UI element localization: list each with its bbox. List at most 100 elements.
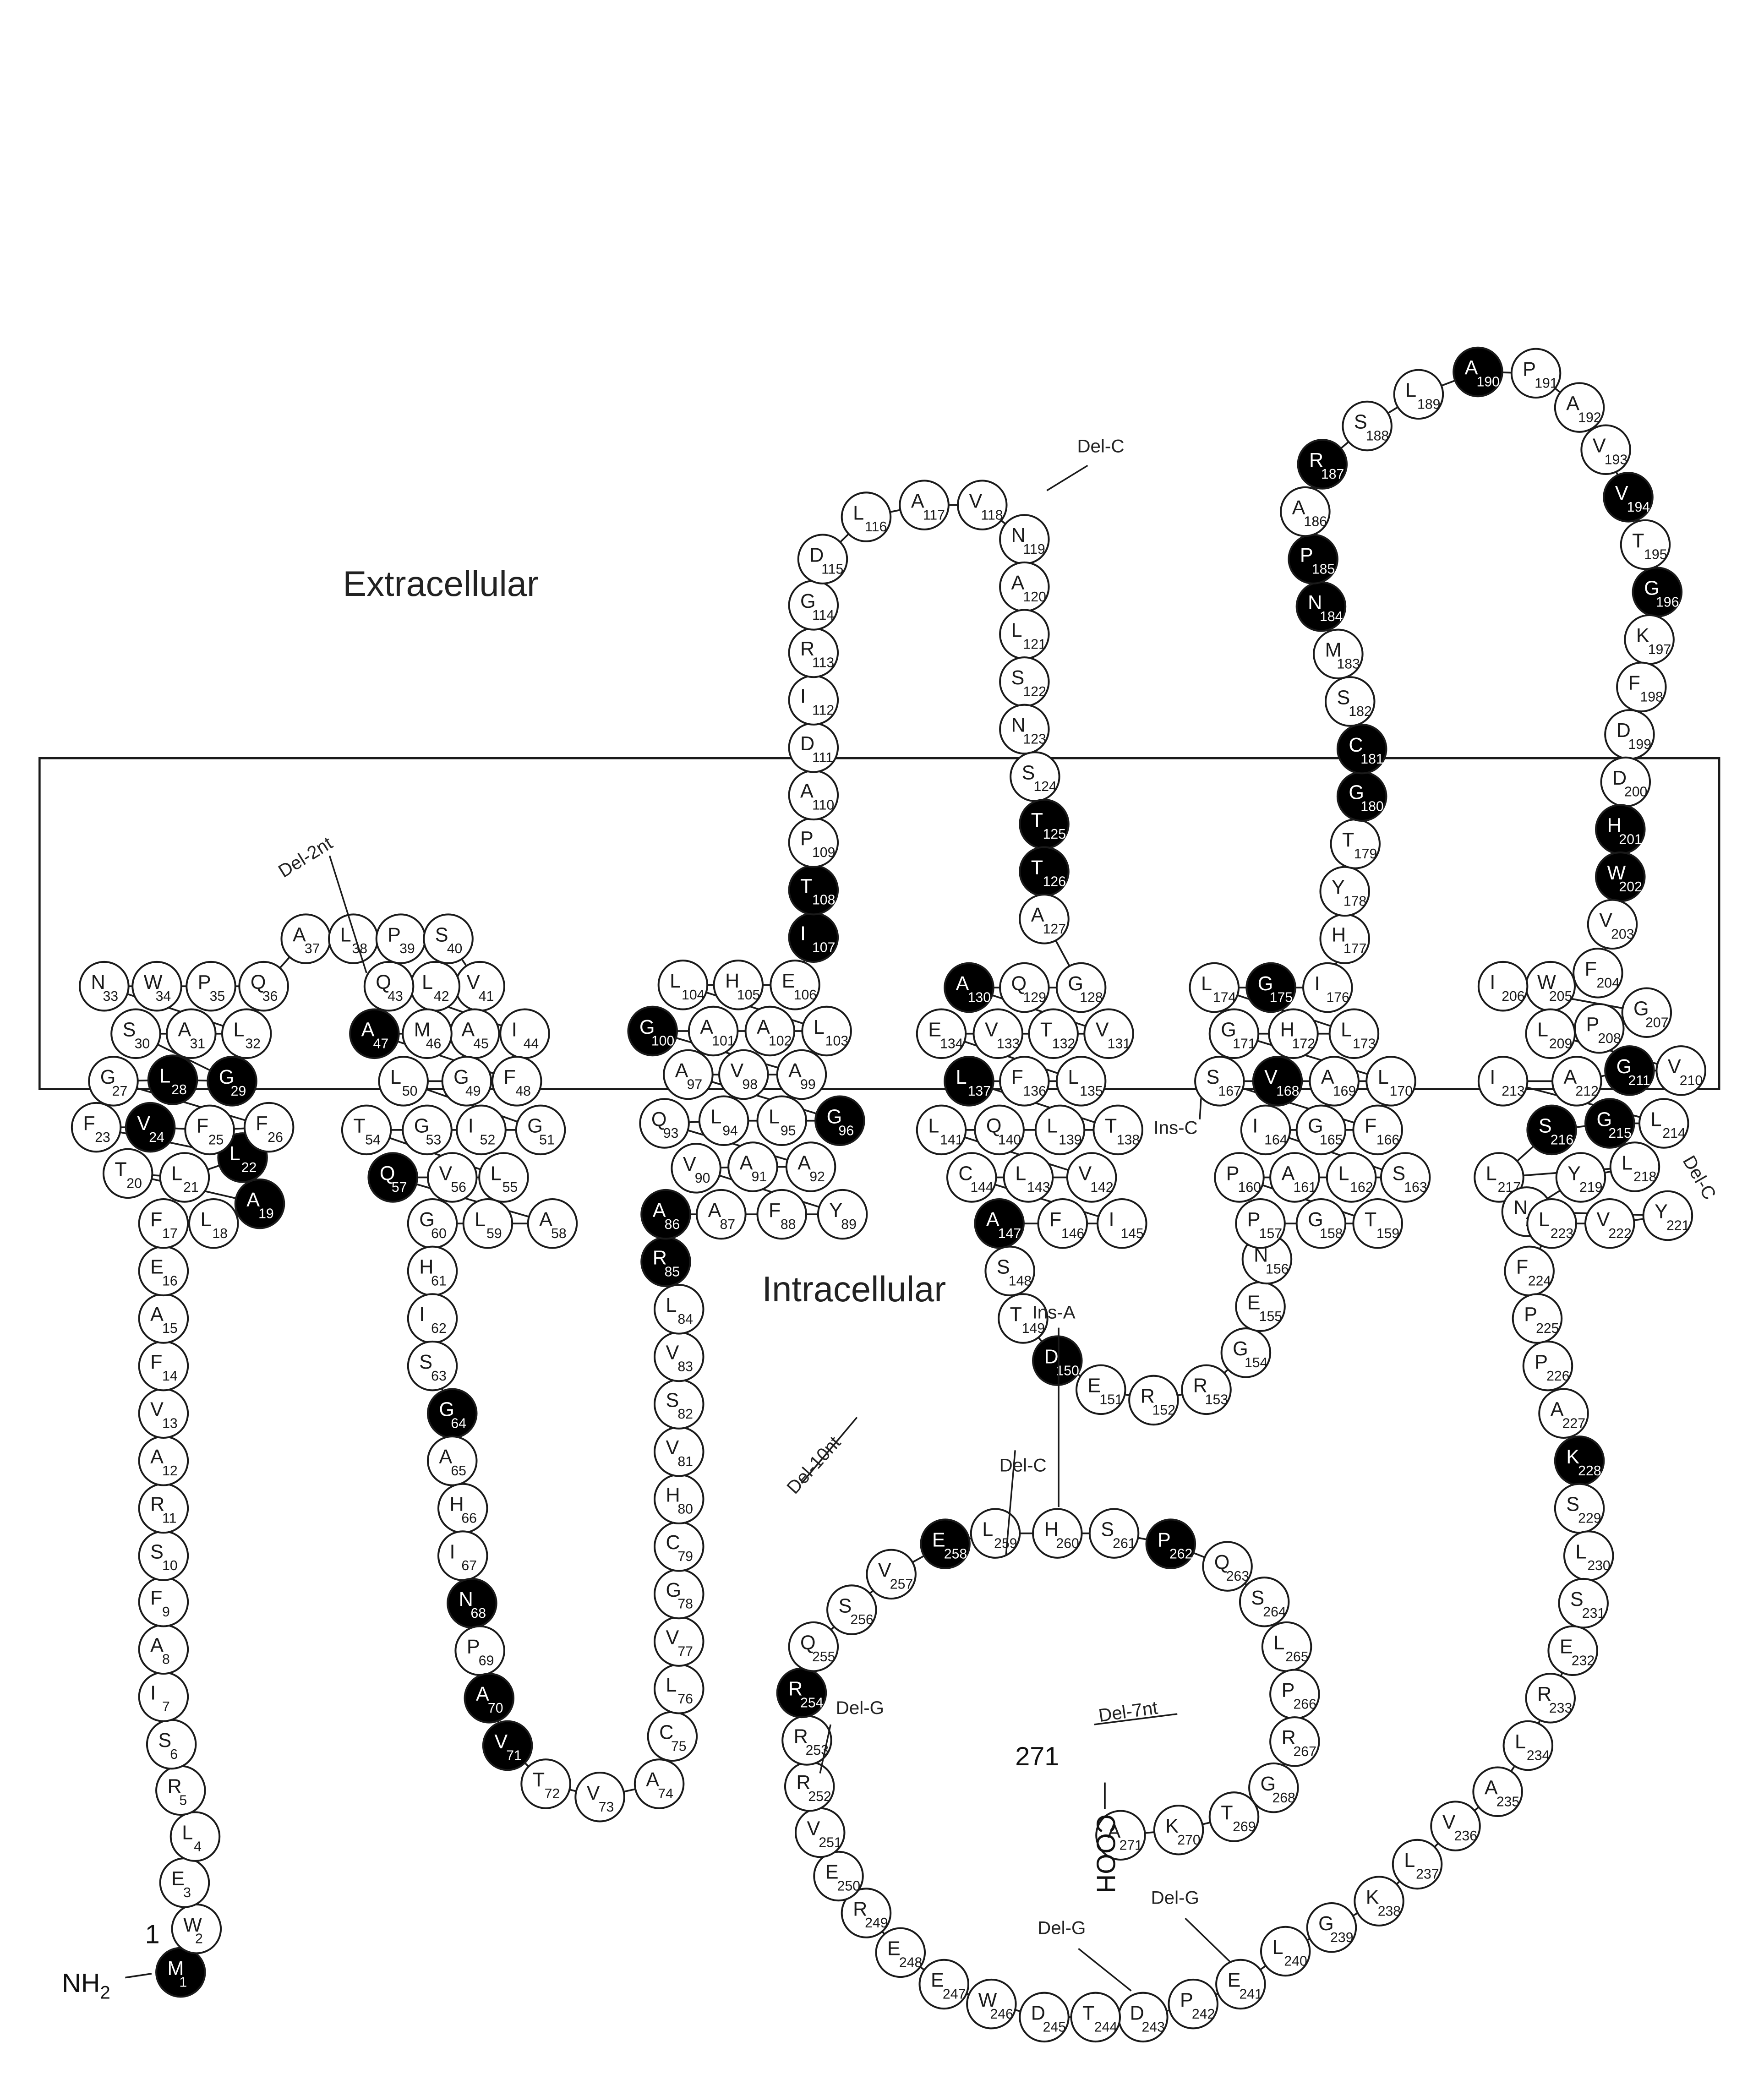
residue-41: V41 xyxy=(454,961,505,1012)
chain-link-269 xyxy=(1202,1821,1211,1825)
residue-61: H61 xyxy=(407,1245,458,1297)
residue-19: A19 xyxy=(234,1178,285,1229)
residue-circle xyxy=(998,1293,1049,1344)
residue-letter: S xyxy=(1207,1066,1220,1088)
residue-letter: S xyxy=(435,924,448,946)
residue-letter: V xyxy=(969,490,982,512)
residue-circle xyxy=(1028,1008,1079,1059)
residue-letter: A xyxy=(1031,904,1044,926)
residue-letter: A xyxy=(956,973,969,995)
residue-96: G96 xyxy=(814,1095,865,1146)
residue-number: 105 xyxy=(737,988,760,1003)
residue-40: S40 xyxy=(423,913,474,964)
residue-number: 267 xyxy=(1293,1744,1316,1759)
residue-number: 113 xyxy=(812,655,834,671)
residue-letter: F xyxy=(1365,1115,1376,1137)
residue-number: 74 xyxy=(658,1786,673,1801)
residue-number: 43 xyxy=(388,989,403,1004)
residue-letter: A xyxy=(757,1016,770,1038)
residue-letter: K xyxy=(1566,1446,1579,1468)
residue-66: H66 xyxy=(437,1483,488,1534)
residue-number: 128 xyxy=(1080,990,1103,1005)
residue-letter: P xyxy=(1180,1989,1193,2011)
residue-letter: H xyxy=(1332,924,1346,946)
residue-circle xyxy=(102,1148,153,1199)
residue-number: 126 xyxy=(1043,874,1066,889)
residue-circle xyxy=(770,960,820,1010)
residue-94: L94 xyxy=(698,1095,749,1146)
residue-number: 81 xyxy=(677,1454,693,1469)
residue-43: Q43 xyxy=(363,961,415,1012)
residue-circle xyxy=(974,1104,1025,1156)
residue-number: 242 xyxy=(1192,2007,1215,2022)
residue-circle xyxy=(785,1141,836,1192)
residue-number: 206 xyxy=(1502,989,1524,1004)
residue-circle xyxy=(1268,1008,1319,1059)
residue-circle xyxy=(999,704,1050,755)
residue-circle xyxy=(1502,1720,1554,1771)
residue-circle xyxy=(1642,1190,1693,1241)
residue-letter: F xyxy=(1628,672,1640,694)
residue-91: A91 xyxy=(727,1141,778,1192)
residue-38: L38 xyxy=(328,913,379,964)
residue-letter: P xyxy=(800,828,814,850)
residue-circle xyxy=(1032,1335,1083,1386)
residue-letter: E xyxy=(932,1529,945,1551)
residue-letter: G xyxy=(1318,1913,1334,1935)
residue-letter: N xyxy=(459,1588,473,1610)
residue-number: 151 xyxy=(1099,1392,1122,1408)
residue-number: 6 xyxy=(170,1747,178,1762)
residue-letter: H xyxy=(725,970,739,992)
residue-number: 34 xyxy=(156,989,171,1004)
residue-letter: A xyxy=(293,924,306,946)
residue-circle xyxy=(1604,1045,1655,1096)
residue-circle xyxy=(462,1198,513,1249)
residue-number: 11 xyxy=(162,1511,176,1526)
residue-circle xyxy=(110,1008,161,1059)
residue-circle xyxy=(1522,1340,1573,1392)
residue-42: L42 xyxy=(410,961,461,1012)
residue-letter: R xyxy=(1141,1386,1155,1408)
residue-circle xyxy=(147,1054,198,1105)
residue-number: 35 xyxy=(210,989,225,1004)
residue-number: 184 xyxy=(1320,609,1343,624)
annotation-del-c-218: Del-C xyxy=(1679,1152,1720,1203)
residue-number: 21 xyxy=(183,1180,199,1195)
residue-letter: Q xyxy=(651,1108,667,1130)
residue-circle xyxy=(1252,1056,1303,1107)
residue-circle xyxy=(188,1198,239,1249)
residue-number: 204 xyxy=(1596,976,1619,991)
residue-letter: D xyxy=(800,733,814,755)
residue-number: 22 xyxy=(241,1160,257,1175)
residue-letter: A xyxy=(708,1200,721,1222)
residue-46: M46 xyxy=(402,1008,453,1059)
residue-circle xyxy=(426,1435,478,1486)
residue-number: 210 xyxy=(1680,1073,1703,1088)
residue-letter: P xyxy=(1535,1351,1548,1373)
residue-letter: L xyxy=(814,1016,825,1038)
residue-number: 157 xyxy=(1259,1226,1282,1241)
residue-31: A31 xyxy=(166,1008,217,1059)
residue-letter: A xyxy=(700,1016,713,1038)
residue-number: 2 xyxy=(195,1932,203,1947)
residue-number: 75 xyxy=(671,1739,687,1754)
residue-circle xyxy=(841,1888,892,1938)
residue-letter: I xyxy=(800,922,806,944)
residue-number: 152 xyxy=(1152,1403,1175,1418)
annotation-text: Del-C xyxy=(1077,436,1124,457)
residue-95: L95 xyxy=(756,1095,808,1146)
